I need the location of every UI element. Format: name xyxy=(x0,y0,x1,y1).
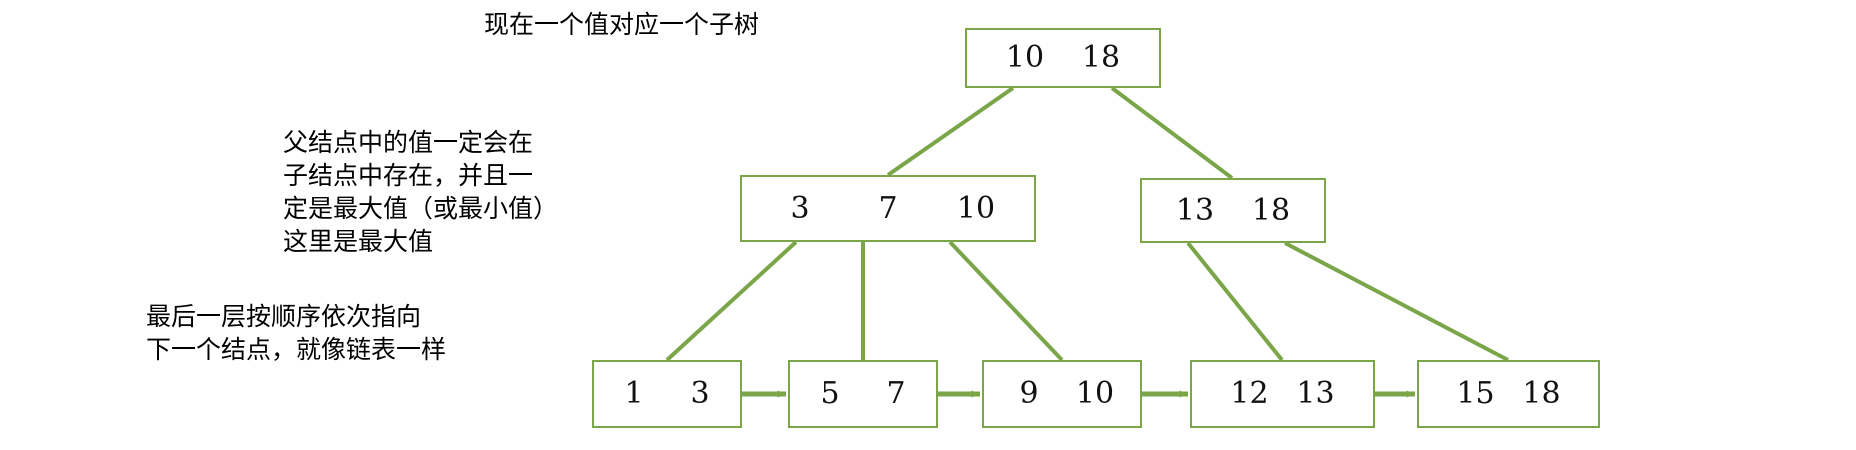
leaf-node-2[interactable]: 5 7 xyxy=(788,360,938,428)
root-node[interactable]: 10 18 xyxy=(965,28,1161,88)
annotation-bottom: 最后一层按顺序依次指向 下一个结点，就像链表一样 xyxy=(146,302,447,364)
internal-node-left[interactable]: 3 7 10 xyxy=(740,175,1036,242)
edge-internal-left-to-leaf-3 xyxy=(948,240,1064,362)
leaf-3-key-1: 10 xyxy=(1075,376,1115,411)
leaf-5-key-0: 15 xyxy=(1456,376,1495,411)
leaf-3-key-0: 9 xyxy=(1019,376,1039,411)
leaf-2-key-1: 7 xyxy=(886,376,906,411)
leaf-4-key-0: 12 xyxy=(1230,376,1269,411)
leaf-node-5[interactable]: 15 18 xyxy=(1417,360,1600,428)
root-key-0: 10 xyxy=(1005,40,1045,75)
leaf-node-1[interactable]: 1 3 xyxy=(592,360,742,428)
annotation-middle: 父结点中的值一定会在 子结点中存在，并且一 定是最大值（或最小值） 这里是最大值 xyxy=(283,128,559,256)
edge-internal-right-to-leaf-5 xyxy=(1284,241,1509,362)
leaf-2-key-0: 5 xyxy=(820,376,840,411)
internal-left-key-0: 3 xyxy=(790,190,810,226)
leaf-4-key-1: 13 xyxy=(1296,376,1335,411)
leaf-5-key-1: 18 xyxy=(1522,376,1561,411)
internal-right-key-0: 13 xyxy=(1175,192,1215,228)
edge-internal-right-to-leaf-4 xyxy=(1186,241,1284,362)
internal-left-key-2: 10 xyxy=(956,190,996,226)
edge-internal-left-to-leaf-1 xyxy=(665,240,798,362)
internal-node-right[interactable]: 13 18 xyxy=(1140,178,1326,243)
edge-root-to-internal-right xyxy=(1110,86,1234,180)
leaf-node-3[interactable]: 9 10 xyxy=(982,360,1142,428)
leaf-node-4[interactable]: 12 13 xyxy=(1190,360,1375,428)
internal-left-key-1: 7 xyxy=(878,190,898,226)
root-key-1: 18 xyxy=(1081,40,1121,75)
leaf-1-key-0: 1 xyxy=(624,376,644,411)
internal-right-key-1: 18 xyxy=(1251,192,1291,228)
edge-root-to-internal-left xyxy=(886,86,1015,177)
annotation-top: 现在一个值对应一个子树 xyxy=(484,10,760,39)
leaf-1-key-1: 3 xyxy=(690,376,710,411)
